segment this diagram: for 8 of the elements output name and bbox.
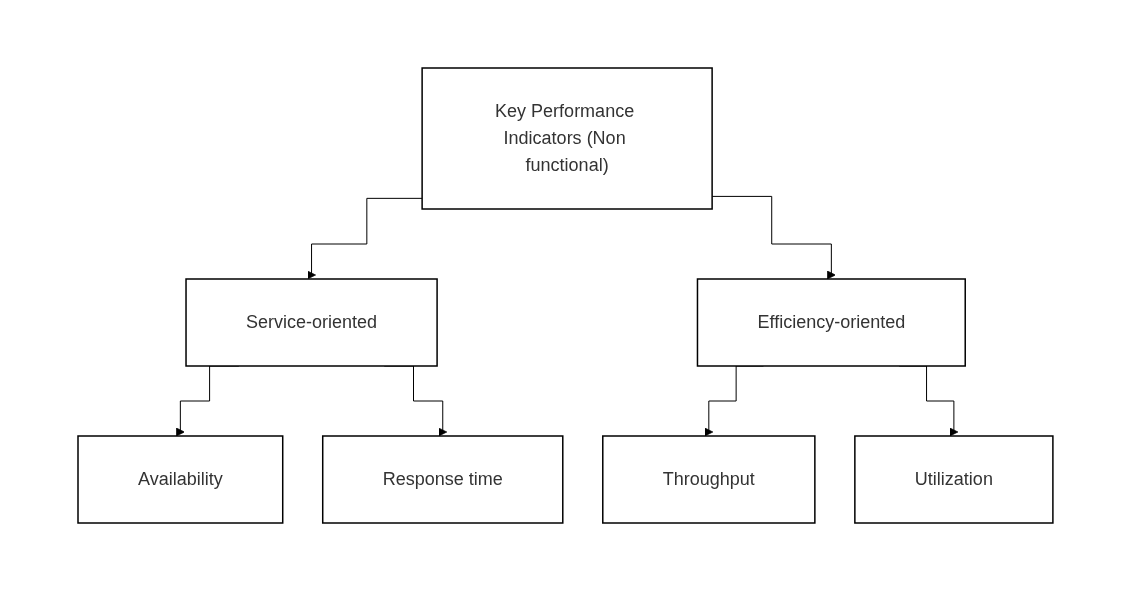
node-box: Utilization (853, 434, 1054, 524)
node-box: Availability (76, 434, 283, 524)
node-box: Key Performance Indicators (Non functional) (420, 66, 713, 210)
arrow (711, 195, 836, 279)
node-box: Service-oriented (184, 277, 438, 367)
node-box: Throughput (601, 434, 816, 524)
node-box: Efficiency-oriented (696, 277, 966, 367)
node-box: Response time (321, 434, 564, 524)
